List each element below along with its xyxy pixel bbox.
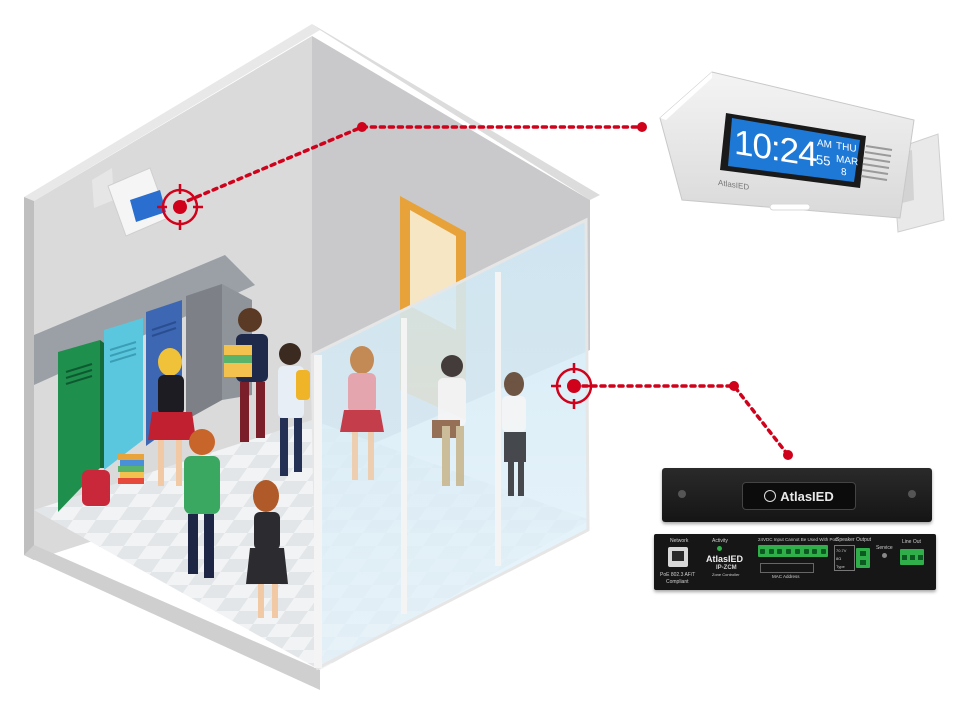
top-brand-badge: AtlasIED	[742, 482, 856, 510]
mac-address-label: MAC Address	[772, 574, 800, 579]
book-stack	[118, 454, 144, 484]
model-sub-label: Zone Controller	[712, 572, 740, 577]
ip-clock-device	[659, 71, 945, 233]
service-button[interactable]	[882, 553, 887, 558]
ip-zcm-rear-panel: Network PoE 802.3 AF/T Compliant Activit…	[654, 534, 936, 590]
poe-label-1: PoE 802.3 AF/T	[660, 572, 696, 578]
hvac-terminal-block	[758, 545, 828, 557]
target-marker-controller	[551, 363, 597, 409]
target-marker-clock	[157, 184, 203, 230]
classroom-glass-wall	[310, 217, 590, 671]
screw-icon	[678, 490, 686, 498]
activity-led	[717, 546, 722, 551]
callout-line-controller	[572, 384, 790, 457]
line-out-terminal-block	[900, 549, 924, 565]
callout-dot	[783, 450, 793, 460]
tap-label: 8Ω	[836, 555, 842, 561]
hvac-input-label: 24VDC Input Cannot Be Used With PoE	[758, 537, 839, 542]
student-boy-green	[184, 429, 220, 578]
student-boy-books	[224, 308, 268, 442]
student-girl-blond	[148, 348, 196, 486]
room-clock	[92, 167, 169, 237]
top-brand-text: AtlasIED	[780, 488, 834, 504]
student-boy-backpack	[278, 343, 310, 476]
brand-logo-icon	[764, 490, 777, 502]
clock-month: MAR	[836, 153, 859, 169]
tap-label: 70.7V	[836, 547, 847, 553]
ip-zcm-top-view: AtlasIED	[662, 468, 932, 522]
clock-brand-text: AtlasIED	[718, 178, 750, 192]
callout-dot	[729, 381, 739, 391]
students-hallway	[148, 308, 310, 618]
clock-date: 8	[841, 166, 847, 179]
screw-icon	[908, 490, 916, 498]
activity-label: Activity	[712, 538, 728, 544]
network-label: Network	[670, 538, 689, 544]
callout-dot	[637, 122, 647, 132]
clock-screen	[728, 118, 860, 182]
callout-end-dots	[357, 122, 793, 460]
mac-address-plate	[760, 563, 814, 573]
speaker-terminal-block	[856, 548, 870, 568]
tap-label: Type	[836, 563, 845, 569]
clock-ampm: AM	[817, 137, 832, 152]
model-label: IP-ZCM	[716, 565, 737, 571]
callout-dot	[357, 122, 367, 132]
rear-brand-text: AtlasIED	[706, 554, 744, 564]
service-label: Service	[876, 545, 893, 551]
clock-day: THU	[836, 140, 857, 156]
backpack	[82, 470, 110, 506]
clock-speaker-grille	[860, 145, 893, 181]
student-girl-redhair	[246, 480, 288, 618]
ethernet-port	[668, 547, 688, 567]
clock-seconds: 55	[816, 151, 831, 169]
poe-label-2: Compliant	[666, 579, 689, 585]
line-out-label: Line Out	[902, 539, 921, 545]
locker-cyan	[104, 318, 143, 470]
locker-grey	[186, 284, 222, 420]
tap-selector: 70.7V 8Ω Type	[834, 545, 855, 571]
speaker-output-label: Speaker Output	[836, 537, 872, 543]
